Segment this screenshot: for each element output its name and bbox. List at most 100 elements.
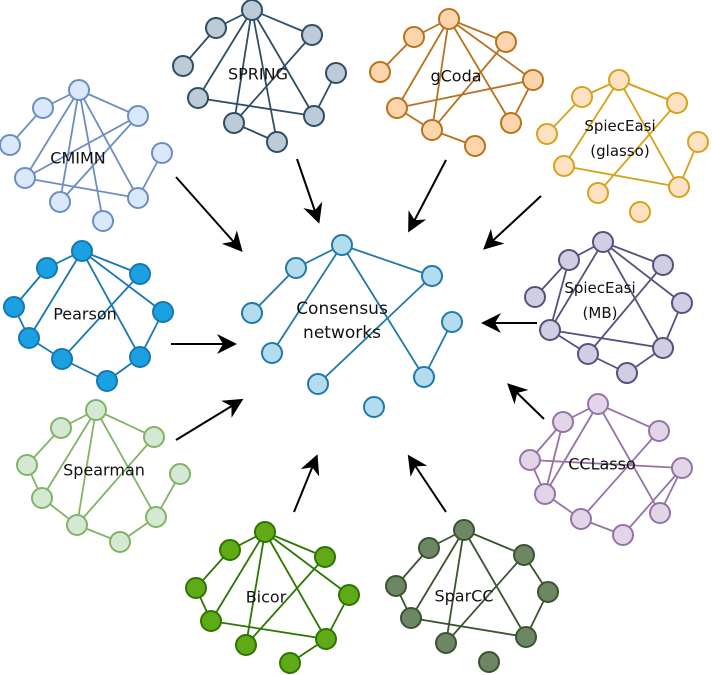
network-cclasso: CCLasso xyxy=(519,393,693,546)
network-edge xyxy=(563,79,620,167)
network-node xyxy=(400,607,422,629)
network-node xyxy=(331,234,353,256)
network-node xyxy=(151,142,173,164)
network-edge xyxy=(251,9,278,143)
network-node xyxy=(301,24,323,46)
network-node xyxy=(219,539,241,561)
network-node xyxy=(0,134,21,156)
nodes xyxy=(16,399,191,553)
network-edge xyxy=(271,244,343,354)
network-edge xyxy=(78,89,104,222)
network-node xyxy=(570,508,592,530)
nodes xyxy=(241,234,463,418)
network-node xyxy=(652,337,674,359)
network-node xyxy=(629,201,651,223)
network-edge xyxy=(59,115,139,203)
network-edge xyxy=(549,241,604,331)
network-edge xyxy=(341,244,433,277)
network-node xyxy=(500,112,522,134)
network-edge xyxy=(597,403,661,514)
network-node xyxy=(537,581,559,603)
network-node xyxy=(515,626,537,648)
network-edge xyxy=(251,9,315,117)
nodes xyxy=(385,519,559,673)
edges xyxy=(529,403,683,536)
network-node xyxy=(478,651,500,673)
network-node xyxy=(200,610,222,632)
network-label: SpiecEasi xyxy=(564,279,635,297)
nodes xyxy=(369,8,544,157)
network-edge xyxy=(602,241,683,304)
network-node xyxy=(205,17,227,39)
network-node xyxy=(338,584,360,606)
network-node xyxy=(571,86,593,108)
network-node xyxy=(18,327,40,349)
network-edge xyxy=(24,115,139,179)
network-node xyxy=(314,546,336,568)
network-node xyxy=(254,521,276,543)
network-node xyxy=(279,652,301,674)
network-node xyxy=(235,634,257,656)
network-node xyxy=(536,123,558,145)
network-edge xyxy=(580,430,660,520)
nodes xyxy=(185,521,360,674)
network-node xyxy=(325,62,347,84)
network-node xyxy=(129,346,151,368)
network-node xyxy=(241,0,263,21)
arrow-bicor-to-center xyxy=(293,454,320,513)
network-node xyxy=(143,426,165,448)
network-node xyxy=(519,449,541,471)
network-node xyxy=(285,257,307,279)
network-edge xyxy=(410,617,527,638)
arrow-gcoda-to-center xyxy=(408,159,447,233)
network-node xyxy=(261,342,283,364)
network-node xyxy=(666,92,688,114)
network-node xyxy=(668,176,690,198)
arrow-cmimn-to-center xyxy=(175,176,243,252)
network-node xyxy=(587,182,609,204)
network-node xyxy=(441,311,463,333)
network-node xyxy=(223,112,245,134)
nodes xyxy=(524,231,693,384)
network-label: Spearman xyxy=(63,461,145,480)
network-node xyxy=(438,8,460,30)
network-edge xyxy=(28,250,83,339)
network-edge xyxy=(396,79,534,109)
network-node xyxy=(31,487,53,509)
nodes xyxy=(519,393,693,546)
network-edge xyxy=(602,241,664,349)
network-label: SpiecEasi xyxy=(584,117,655,135)
network-node xyxy=(303,105,325,127)
network-edge xyxy=(396,18,450,109)
network-node xyxy=(71,240,93,262)
arrow-spearman-to-center xyxy=(175,398,244,441)
network-node xyxy=(3,296,25,318)
network-node xyxy=(522,69,544,91)
nodes xyxy=(0,79,173,232)
network-edge xyxy=(544,421,564,495)
network-node xyxy=(169,463,191,485)
network-edge xyxy=(544,403,599,495)
network-label: CMIMN xyxy=(50,149,105,168)
network-node xyxy=(592,231,614,253)
network-edge xyxy=(597,403,660,432)
network-edge xyxy=(76,409,97,526)
network-node xyxy=(385,575,407,597)
network-node xyxy=(16,454,38,476)
network-edge xyxy=(529,459,683,469)
network-node xyxy=(185,577,207,599)
network-edge xyxy=(197,9,253,99)
network-node xyxy=(49,191,71,213)
network-edge xyxy=(210,531,266,622)
network-edge xyxy=(245,556,326,646)
nodes xyxy=(3,240,174,392)
network-node xyxy=(652,254,674,276)
network-pearson: Pearson xyxy=(3,240,174,392)
network-edge xyxy=(618,79,680,188)
network-node xyxy=(129,263,151,285)
network-node xyxy=(671,292,693,314)
network-node xyxy=(241,302,263,324)
network-node xyxy=(539,319,561,341)
network-node xyxy=(649,502,671,524)
